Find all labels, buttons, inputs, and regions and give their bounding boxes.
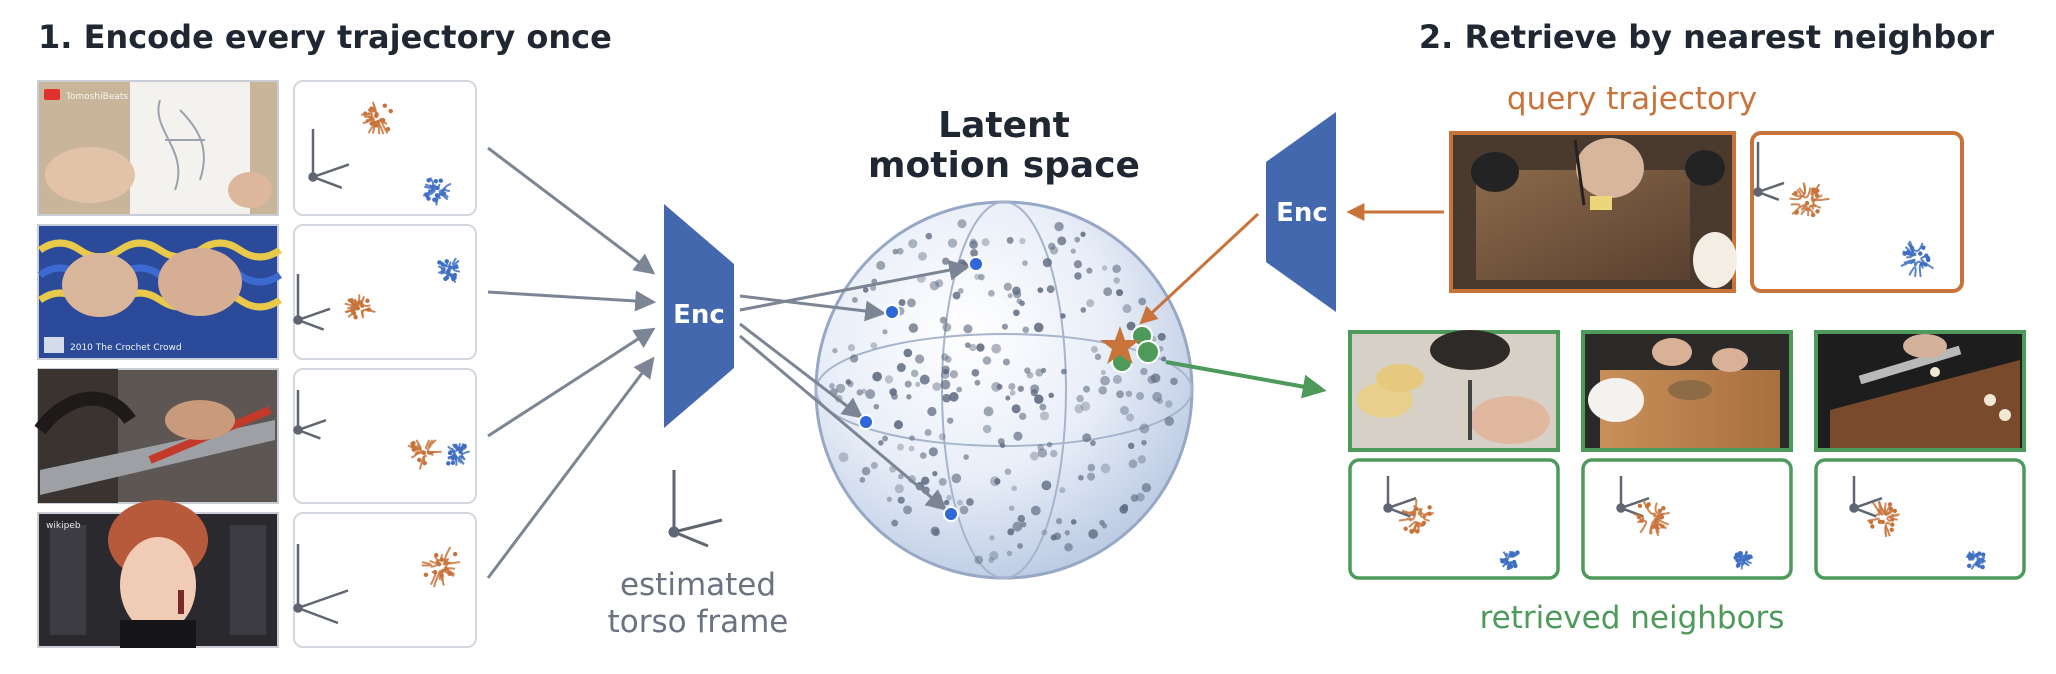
neighbor-photo-potato	[1348, 330, 1560, 452]
watermark-drawing: TomoshiBeats	[65, 92, 128, 102]
right-hand-trajectory-icon	[446, 442, 470, 466]
right-hand-trajectory-icon	[1965, 550, 1986, 570]
frame-caption-line1: estimated	[620, 567, 776, 603]
arrow-card3-to-enc	[487, 327, 656, 438]
encoder-right-label: Enc	[1276, 198, 1328, 228]
arrow-to-neighbors	[1165, 360, 1327, 399]
query-label: query trajectory	[1507, 81, 1757, 117]
title-right: 2. Retrieve by nearest neighbor	[1419, 18, 1994, 56]
axis-frame-icon	[1383, 476, 1417, 518]
axis-frame-icon	[293, 544, 349, 625]
right-hand-trajectory-icon	[1499, 550, 1520, 571]
encoder-right: Enc	[1266, 112, 1336, 312]
watermark-makeup: wikipeb	[46, 521, 81, 531]
left-hand-trajectory-icon	[421, 546, 461, 588]
query-trajectory-card	[1750, 131, 1964, 293]
neighbor-trajectory-cards	[1348, 458, 2026, 580]
encoder-left-label: Enc	[673, 300, 725, 330]
left-hand-trajectory-icon	[1398, 498, 1435, 534]
axis-frame-icon	[293, 274, 331, 331]
trajectory-card-3	[293, 368, 477, 504]
latent-title-line2: motion space	[868, 145, 1140, 186]
arrow-enc-to-point1	[739, 294, 887, 322]
photo-crochet: 2010 The Crochet Crowd	[37, 224, 283, 360]
left-hand-trajectory-icon	[407, 439, 442, 470]
axis-frame-icon	[1849, 476, 1883, 518]
trajectory-card-1	[293, 80, 477, 216]
arrow-enc-to-query	[1139, 212, 1260, 325]
photo-makeup: wikipeb	[37, 500, 279, 648]
title-left: 1. Encode every trajectory once	[38, 18, 612, 56]
photo-saw	[34, 368, 279, 504]
axis-frame-icon	[308, 129, 350, 189]
latent-title-line1: Latent	[938, 105, 1070, 146]
trajectory-cards-left	[293, 80, 477, 648]
neighbor-card-3	[1814, 458, 2026, 580]
arrow-card2-to-enc	[487, 290, 657, 312]
encoded-points	[858, 256, 984, 522]
query-photo	[1449, 131, 1737, 293]
right-hand-trajectory-icon	[1900, 240, 1934, 278]
right-hand-trajectory-icon	[1733, 550, 1754, 570]
photo-drawing: TomoshiBeats	[37, 80, 279, 216]
left-hand-trajectory-icon	[361, 101, 393, 135]
axis-frame-icon	[293, 390, 327, 440]
query-star-icon	[1100, 326, 1140, 364]
neighbor-photo-garlic	[1814, 330, 2026, 452]
trajectory-card-2	[293, 224, 477, 360]
frame-caption-line2: torso frame	[608, 604, 789, 640]
latent-sphere	[814, 200, 1194, 580]
axis-frame-icon	[668, 470, 723, 548]
watermark-crochet: 2010 The Crochet Crowd	[70, 343, 182, 353]
neighbor-card-1	[1348, 458, 1560, 580]
arrow-card1-to-enc	[487, 146, 656, 275]
encoder-left: Enc	[664, 204, 734, 428]
arrow-enc-to-point2	[739, 259, 971, 312]
arrow-enc-to-point3	[739, 322, 864, 419]
left-hand-trajectory-icon	[344, 294, 376, 320]
left-hand-trajectory-icon	[1867, 500, 1900, 538]
right-hand-trajectory-icon	[437, 257, 460, 284]
arrow-enc-to-point4	[739, 334, 948, 511]
left-hand-trajectory-icon	[1633, 500, 1670, 537]
axis-frame-icon	[1616, 476, 1650, 518]
right-hand-trajectory-icon	[422, 177, 452, 206]
neighbor-photo-board	[1581, 330, 1793, 452]
left-hand-trajectory-icon	[1789, 182, 1830, 218]
arrow-card4-to-enc	[486, 356, 655, 579]
axis-frame-icon	[1753, 142, 1785, 201]
trajectory-card-4	[293, 512, 477, 648]
neighbors-label: retrieved neighbors	[1480, 600, 1785, 636]
neighbor-card-2	[1581, 458, 1793, 580]
neighbor-points	[1111, 325, 1160, 373]
